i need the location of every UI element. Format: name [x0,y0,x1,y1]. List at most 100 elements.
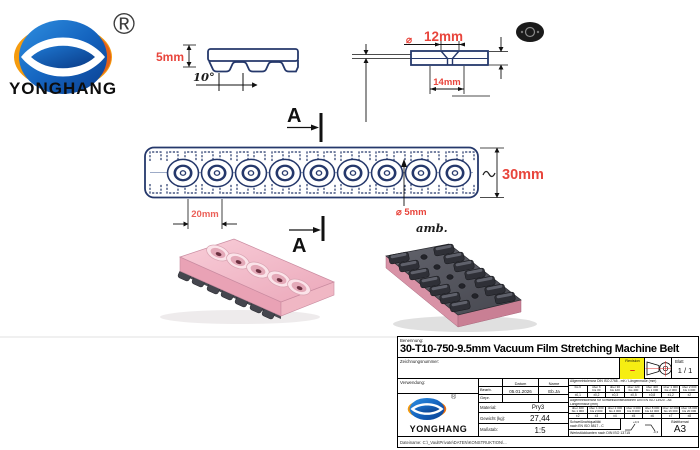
tolerance-cell: ±7 [668,414,673,418]
section-marker-a-bottom: A [289,216,325,257]
benennung-label: Benennung: [400,338,424,343]
tolerance-cell: ±5 [631,414,636,418]
material-value: Pry3 [531,405,545,411]
edge-symbols-cell: +0,3 -0,3 [621,419,662,436]
tolerance-cell: ±8 [687,414,692,418]
tolerance-cell: ±0,2 [593,393,600,397]
tol2-header: Allgemeintoleranz für Schweißkonstruktio… [570,399,672,402]
tol2-sub: Längenmaße (mm) [570,402,599,406]
brand-name: YONGHANG [9,79,117,98]
blatt-label: Blatt [675,359,684,364]
pink-belt-3d [160,238,335,324]
blattformat-cell: Blattformat A3 [662,419,698,436]
edge-condition-icon [625,423,656,432]
section-view-teeth: 5mm 10° [156,44,299,91]
blattformat-label: Blattformat [671,420,689,424]
tolerance-cell: ±0,5 [630,393,637,397]
drawing-title: 30-T10-750-9.5mm Vacuum Film Stretching … [400,343,680,355]
name-header: Name [548,380,560,386]
tolerance-cell: über 2 000 bis 4 000 [680,386,699,393]
tol1-table: bis 6±0,1 über 6 bis 30±0,2 über 30 bis … [569,386,699,398]
dark-belt-3d [385,243,537,332]
dim-pitch-group: 20mm [173,199,237,229]
tolerance-cell: ±6 [650,414,654,418]
dim-note: amb. [416,221,448,235]
dim-hole-top-prefix: ⌀ [406,35,412,46]
titleblock-row-meta: Zeichnungsnummer: Revision – Blatt 1 / 1 [398,358,698,379]
tolerance-cell: ±2 [576,414,580,418]
tolerance-cell: ±4 [613,414,617,418]
tolerance-cell: über 1 000 bis 2 000 [661,386,680,393]
section-view-hole: ⌀ 12mm 14mm [352,29,508,122]
revision-cell: Revision – [620,358,645,379]
revision-label: Revision [625,359,640,363]
tolerance-cell: über 6 bis 30 [587,386,606,393]
bearb-name: Eb.Ja [548,388,560,394]
schweissnaht-note: Schweißnahtqualität nach EN ISO 5817 - C [569,419,621,430]
dim-belt-width: 30mm [502,167,544,183]
material-label: Material: [480,405,497,410]
dim-hole-dia-group: ⌀ 5mm amb. [396,159,448,235]
gewicht-label: Gewicht (kg): [480,416,506,421]
bearb-label: Bearb. [479,387,503,395]
dateiname: Dateiname: C:\_VaultPrivate\DATEN\KONSTR… [400,440,507,445]
revision-value: – [629,365,635,375]
registered-mark-icon: ® [113,8,135,41]
tolerance-cell: über 400 bis 1 000 [643,386,661,393]
tolerance-cell: über 120 bis 400 [624,386,643,393]
tolerance-cell: über 12 000 bis 16 000 [661,407,680,414]
tolerance-cell: über 400 bis 1 000 [569,407,587,414]
tolerance-cell: über 16 000 bis 20 000 [680,407,699,414]
zeichnungsnummer-cell: Zeichnungsnummer: [398,358,620,379]
tolerance-cell: über 4 000 bis 8 000 [624,407,643,414]
edge-plus: +0,3 [633,420,639,424]
verwendung-logo-column: Verwendung: ® YONGHANG [398,379,479,436]
watermark-icon [516,22,544,42]
dim-belt-width-group: 30mm [480,147,544,198]
info-column: Datum Name Bearb. 05.01.2026 Eb.Ja Gepr.… [479,379,569,436]
titleblock-row-title: Benennung: 30-T10-750-9.5mm Vacuum Film … [398,337,698,358]
tolerance-column: Allgemeintoleranz DIN ISO 2768 - mK / Lä… [569,379,699,436]
dim-thickness: 5mm [156,50,184,64]
blatt-value: 1 / 1 [677,366,693,375]
datum-header: Datum [503,379,539,387]
tolerance-cell: ±0,1 [574,393,581,397]
first-angle-projection-icon [645,361,671,377]
gewicht-value: 27,44 [529,414,551,423]
tolerance-cell: ±1,2 [667,393,674,397]
titleblock-registered-mark: ® [451,394,457,401]
dim-angle: 10° [193,70,215,84]
massstab-label: Maßstab: [480,427,498,432]
tolerance-cell: ±2 [687,393,692,397]
massstab-value: 1:5 [534,425,546,435]
tolerance-cell: über 2 000 bis 4 000 [606,407,624,414]
titleblock-logo [407,397,447,421]
tolerance-cell: über 8 000 bis 12 000 [643,407,661,414]
gepr-label: Gepr. [479,395,503,403]
blattformat-value: A3 [673,424,687,435]
dim-hole-bottom: 14mm [433,77,460,88]
bearb-datum: 05.01.2026 [503,387,539,395]
dim-hole-top: 12mm [424,29,463,44]
tolerance-cell: ±3 [594,414,599,418]
section-label-a-top: A [287,105,301,127]
titleblock-row-main: Verwendung: ® YONGHANG Datum Name Bearb.… [398,379,699,436]
section-marker-a-top: A [287,105,323,142]
titleblock-row-filename: Dateiname: C:\_VaultPrivate\DATEN\KONSTR… [398,436,698,447]
titleblock-brand-name: YONGHANG [409,424,468,434]
edge-minus: -0,3 [653,430,659,434]
blatt-cell: Blatt 1 / 1 [672,358,698,379]
tolerance-cell: ±0,3 [611,393,619,397]
tol2-table: über 400 bis 1 000±2 über 1 000 bis 2 00… [569,407,699,419]
tolerance-cell: über 30 bis 120 [606,386,624,393]
projection-symbol-cell [645,358,672,379]
title-block: Benennung: 30-T10-750-9.5mm Vacuum Film … [397,336,699,448]
tolerance-cell: über 1 000 bis 2 000 [587,407,606,414]
dim-pitch: 20mm [191,209,218,220]
yonghang-logo: YONGHANG ® [9,8,135,98]
verwendung-label: Verwendung: [400,380,426,385]
dim-hole-dia: ⌀ 5mm [396,207,427,218]
section-label-a-bottom: A [292,235,306,257]
